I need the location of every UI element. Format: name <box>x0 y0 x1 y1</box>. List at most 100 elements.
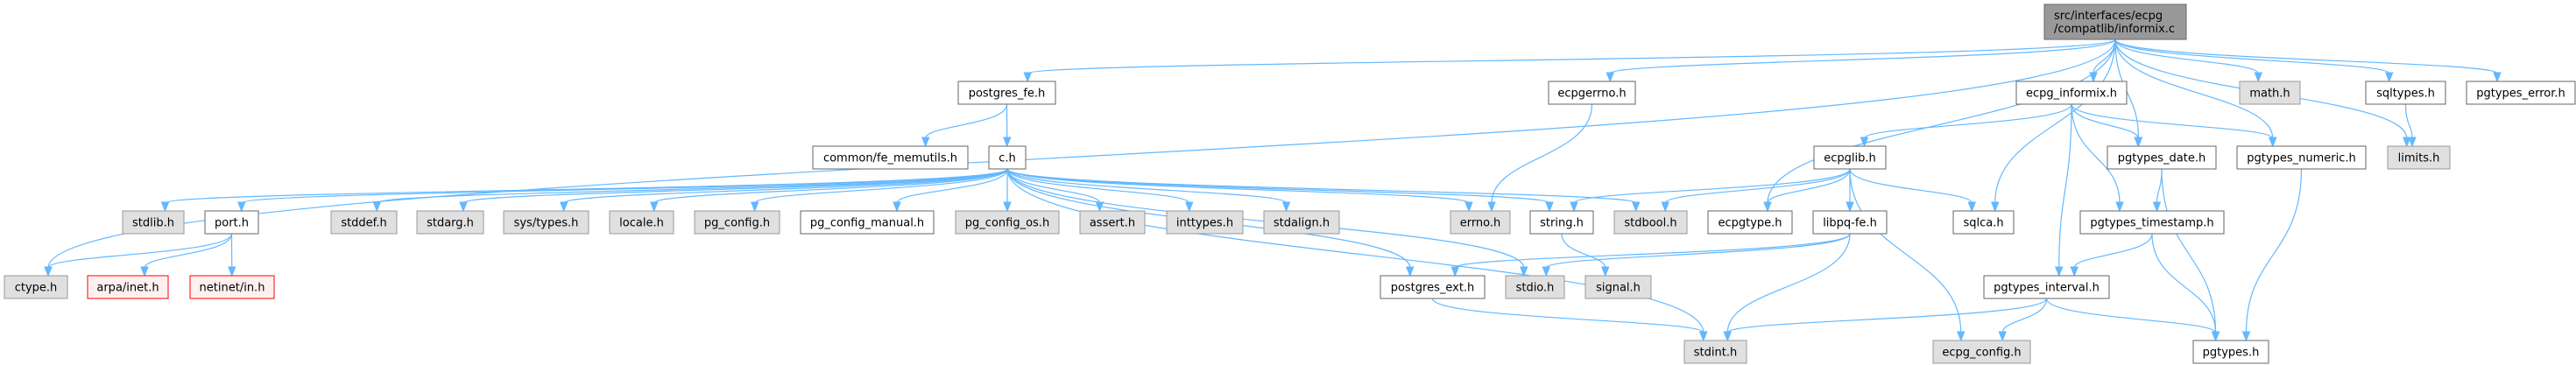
node-pgtypes-error-h[interactable]: pgtypes_error.h <box>2466 81 2576 105</box>
dependency-edge <box>1767 168 1851 204</box>
node-label: stdbool.h <box>1624 217 1676 230</box>
node-c-h[interactable]: c.h <box>988 145 1027 170</box>
dependency-edge <box>376 168 1008 204</box>
arrowhead-icon <box>1545 201 1554 213</box>
arrowhead-icon <box>2070 266 2078 277</box>
node-ecpgerrno-h[interactable]: ecpgerrno.h <box>1548 81 1636 105</box>
node-string-h[interactable]: string.h <box>1529 210 1594 235</box>
node-label: assert.h <box>1090 217 1135 230</box>
arrowhead-icon <box>1957 331 1966 342</box>
node-label: locale.h <box>619 217 664 230</box>
node-label: postgres_fe.h <box>969 88 1046 101</box>
node-box <box>1813 145 1887 170</box>
arrowhead-icon <box>228 266 236 277</box>
node-netinet-in-h: netinet/in.h <box>189 275 275 299</box>
node-pgtypes-date-h[interactable]: pgtypes_date.h <box>2107 145 2217 170</box>
dependency-edge <box>1006 168 1637 204</box>
dependency-edge <box>1006 168 1704 333</box>
node-ecpglib-h[interactable]: ecpglib.h <box>1813 145 1887 170</box>
node-box <box>204 210 259 235</box>
arrowhead-icon <box>44 266 53 277</box>
node-box <box>609 210 674 235</box>
dependency-edge <box>462 168 1008 204</box>
arrowhead-icon <box>650 201 659 213</box>
arrowhead-icon <box>2055 266 2064 277</box>
node-label: c.h <box>999 152 1016 165</box>
node-label: sqltypes.h <box>2376 88 2435 101</box>
dependency-edge <box>1027 39 2116 74</box>
node-sqlca-h[interactable]: sqlca.h <box>1952 210 2015 235</box>
arrowhead-icon <box>1520 266 1528 277</box>
node-box <box>2079 210 2225 235</box>
arrowhead-icon <box>2403 137 2411 148</box>
node-box <box>416 210 484 235</box>
node-ecpg-informix-h[interactable]: ecpg_informix.h <box>2015 81 2128 105</box>
node-box <box>800 210 935 235</box>
node-label: pg_config_manual.h <box>810 217 924 230</box>
arrowhead-icon <box>1661 201 1669 213</box>
node-pgtypes-h[interactable]: pgtypes.h <box>2192 340 2269 364</box>
node-postgres-ext-h[interactable]: postgres_ext.h <box>1380 275 1486 299</box>
node-box <box>1450 210 1511 235</box>
dependency-edge <box>896 168 1008 204</box>
node-box <box>189 275 275 299</box>
node-box <box>1983 275 2110 299</box>
dependency-edge <box>2114 39 2274 139</box>
dependency-edge <box>1863 103 2072 139</box>
node-label: sqlca.h <box>1963 217 2003 230</box>
dependency-edge <box>1767 39 2116 204</box>
node-postgres-fe-h[interactable]: postgres_fe.h <box>957 81 1056 105</box>
node-pg-config-manual-h[interactable]: pg_config_manual.h <box>800 210 935 235</box>
arrowhead-icon <box>1763 201 1772 213</box>
arrowhead-icon <box>2408 137 2417 148</box>
dependency-edge <box>2114 39 2390 74</box>
node-label: pgtypes_numeric.h <box>2247 152 2355 165</box>
dependency-edge <box>1006 168 1288 204</box>
node-box <box>1529 210 1594 235</box>
arrowhead-icon <box>1450 266 1459 277</box>
dependency-edge <box>2073 233 2153 269</box>
dependency-edge <box>1609 39 2116 74</box>
node-box <box>1380 275 1486 299</box>
node-pgtypes-numeric-h[interactable]: pgtypes_numeric.h <box>2236 145 2367 170</box>
node-box <box>1548 81 1636 105</box>
arrowhead-icon <box>893 201 901 213</box>
arrowhead-icon <box>1606 72 1614 83</box>
node-pg-config-os-h: pg_config_os.h <box>955 210 1060 235</box>
node-box <box>1079 210 1146 235</box>
node-libpq-fe-h[interactable]: libpq-fe.h <box>1812 210 1888 235</box>
node-box <box>1613 210 1688 235</box>
node-errno-h: errno.h <box>1450 210 1511 235</box>
node-common-fe-memutils-h[interactable]: common/fe_memutils.h <box>812 145 969 170</box>
node-ecpgtype-h[interactable]: ecpgtype.h <box>1707 210 1793 235</box>
node-label: math.h <box>2249 88 2290 101</box>
node-box <box>1166 210 1244 235</box>
node-label: stddef.h <box>341 217 386 230</box>
arrowhead-icon <box>921 137 930 148</box>
node-pgtypes-interval-h[interactable]: pgtypes_interval.h <box>1983 275 2110 299</box>
node-box <box>87 275 169 299</box>
dependency-edge <box>563 168 1008 204</box>
node-pg-config-h: pg_config.h <box>694 210 780 235</box>
dependency-edge <box>1006 168 1470 204</box>
arrowhead-icon <box>2211 331 2220 342</box>
node-pgtypes-timestamp-h[interactable]: pgtypes_timestamp.h <box>2079 210 2225 235</box>
node-label: src/interfaces/ecpg <box>2054 10 2163 23</box>
node-box <box>694 210 780 235</box>
arrowhead-icon <box>1185 201 1194 213</box>
arrowhead-icon <box>2115 201 2124 213</box>
node-stdbool-h: stdbool.h <box>1613 210 1688 235</box>
node-box <box>1812 210 1888 235</box>
arrowhead-icon <box>1991 201 2000 213</box>
arrowhead-icon <box>1632 201 1641 213</box>
node-sqltypes-h[interactable]: sqltypes.h <box>2365 81 2446 105</box>
dependency-edge <box>1561 233 1606 269</box>
arrowhead-icon <box>1998 331 2007 342</box>
node-src-interfaces-ecpg-compatlib-informix-c[interactable]: src/interfaces/ecpg/compatlib/informix.c <box>2043 4 2187 40</box>
node-label: pgtypes_interval.h <box>1994 282 2100 295</box>
node-label: limits.h <box>2398 152 2440 165</box>
node-label: pgtypes.h <box>2203 347 2260 360</box>
node-limits-h: limits.h <box>2387 145 2451 170</box>
node-label: pg_config.h <box>704 217 770 230</box>
node-port-h[interactable]: port.h <box>204 210 259 235</box>
